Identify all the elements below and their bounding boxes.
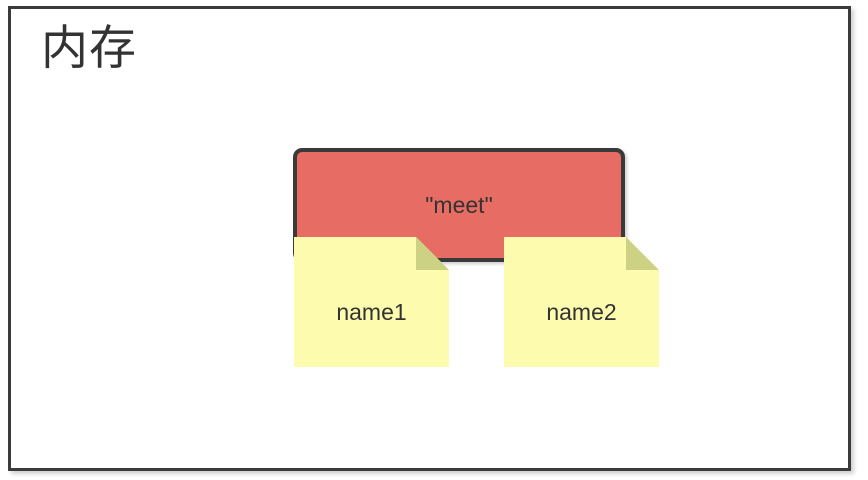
diagram-frame: 内存 "meet" name1 name2	[8, 6, 851, 471]
sticky-note-label: name1	[336, 299, 407, 325]
string-value-label: "meet"	[425, 192, 493, 218]
sticky-note-name1[interactable]: name1	[294, 237, 449, 367]
sticky-note-name2[interactable]: name2	[504, 237, 659, 367]
folded-corner-icon	[626, 237, 659, 270]
folded-corner-icon	[416, 237, 449, 270]
sticky-note-label: name2	[546, 299, 617, 325]
page-title: 内存	[41, 21, 137, 76]
